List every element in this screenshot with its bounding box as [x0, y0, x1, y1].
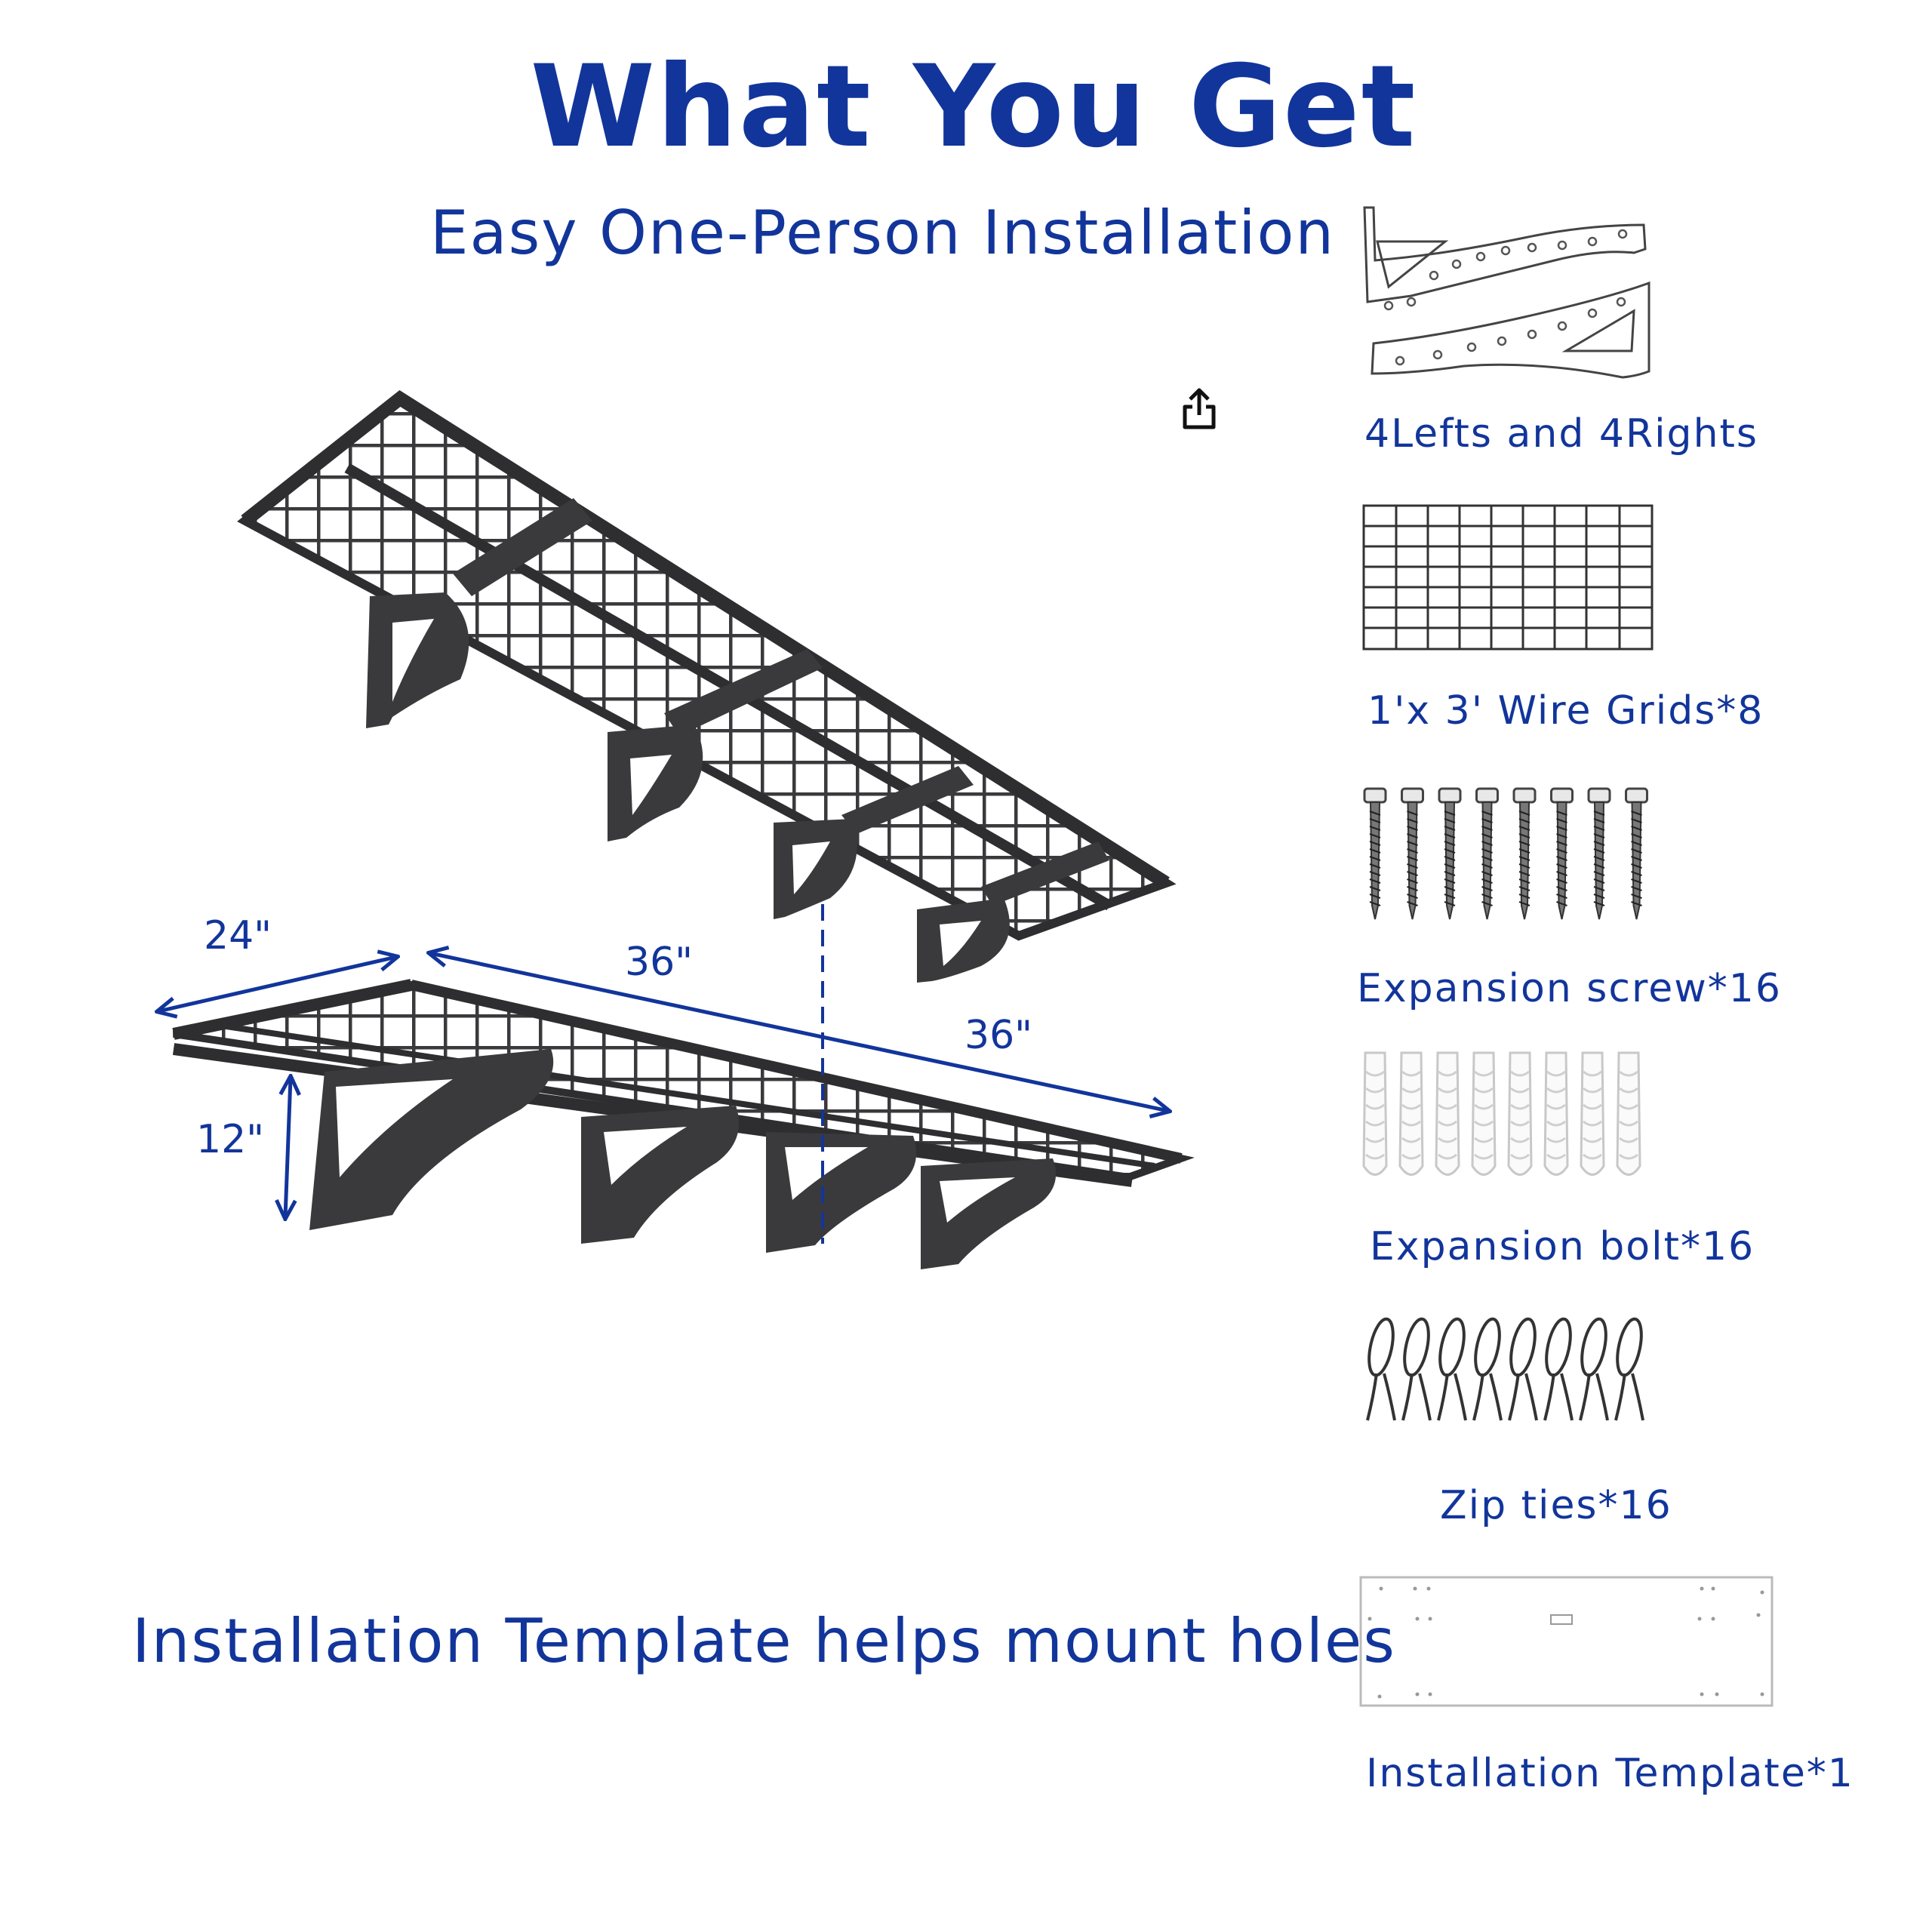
template-caption: Installation Template helps mount holes	[132, 1606, 1396, 1676]
zip-tie-icon	[1543, 1317, 1574, 1421]
screw-icon	[1401, 787, 1424, 920]
screw-icon	[1550, 787, 1574, 920]
lower-shelf-bracket	[921, 1158, 1057, 1269]
page-subtitle: Easy One-Person Installation	[430, 198, 1336, 268]
anchor-bolt-icon	[1543, 1051, 1569, 1176]
item-label-wire-grids: 1'x 3' Wire Grids*8	[1367, 688, 1764, 734]
upper-shelf-bracket	[774, 819, 857, 919]
zip-tie-icon	[1437, 1317, 1467, 1421]
upper-shelf	[237, 389, 1177, 983]
upper-shelf-bracket	[366, 592, 469, 728]
page-title: What You Get	[530, 42, 1417, 173]
anchor-bolt-icon	[1398, 1051, 1424, 1176]
dimension-lines	[158, 904, 1168, 1244]
zip-tie-icon	[1579, 1317, 1609, 1421]
brackets-icon	[1363, 206, 1651, 379]
lower-shelf-bracket	[309, 1049, 554, 1230]
anchor-bolt-icon	[1435, 1051, 1460, 1176]
screw-icon	[1475, 787, 1499, 920]
template-icon	[1359, 1576, 1774, 1707]
screws-icon	[1363, 787, 1648, 920]
screw-icon	[1625, 787, 1648, 920]
item-label-expansion-bolt: Expansion bolt*16	[1370, 1224, 1755, 1269]
dimension-length-label: 36"	[625, 940, 694, 985]
screw-icon	[1438, 787, 1462, 920]
screw-icon	[1587, 787, 1611, 920]
screw-icon	[1363, 787, 1387, 920]
anchor-bolts-icon	[1362, 1051, 1641, 1176]
zip-tie-icon	[1472, 1317, 1503, 1421]
item-label-expansion-screw: Expansion screw*16	[1357, 966, 1782, 1011]
lower-shelf-bracket	[766, 1132, 917, 1253]
zip-tie-icon	[1366, 1317, 1396, 1421]
item-label-installation-template: Installation Template*1	[1366, 1751, 1854, 1796]
zip-tie-icon	[1614, 1317, 1644, 1421]
dimension-height-label: 12"	[196, 1117, 265, 1162]
anchor-bolt-icon	[1616, 1051, 1641, 1176]
lower-shelf-bracket	[581, 1106, 740, 1244]
anchor-bolt-icon	[1362, 1051, 1388, 1176]
item-label-zip-ties: Zip ties*16	[1440, 1483, 1672, 1528]
anchor-bolt-icon	[1471, 1051, 1497, 1176]
wire-grid-icon	[1362, 504, 1654, 651]
zip-tie-icon	[1401, 1317, 1432, 1421]
screw-icon	[1512, 787, 1537, 920]
dimension-depth-label: 24"	[204, 913, 272, 958]
upper-shelf-bracket	[608, 724, 703, 841]
anchor-bolt-icon	[1507, 1051, 1533, 1176]
upper-shelf-bracket	[917, 898, 1010, 983]
item-label-brackets: 4Lefts and 4Rights	[1364, 411, 1759, 457]
share-icon[interactable]	[1179, 386, 1220, 432]
zip-tie-icon	[1508, 1317, 1538, 1421]
dimension-length-label-2: 36"	[964, 1013, 1033, 1058]
zip-ties-icon	[1366, 1317, 1644, 1421]
anchor-bolt-icon	[1580, 1051, 1605, 1176]
